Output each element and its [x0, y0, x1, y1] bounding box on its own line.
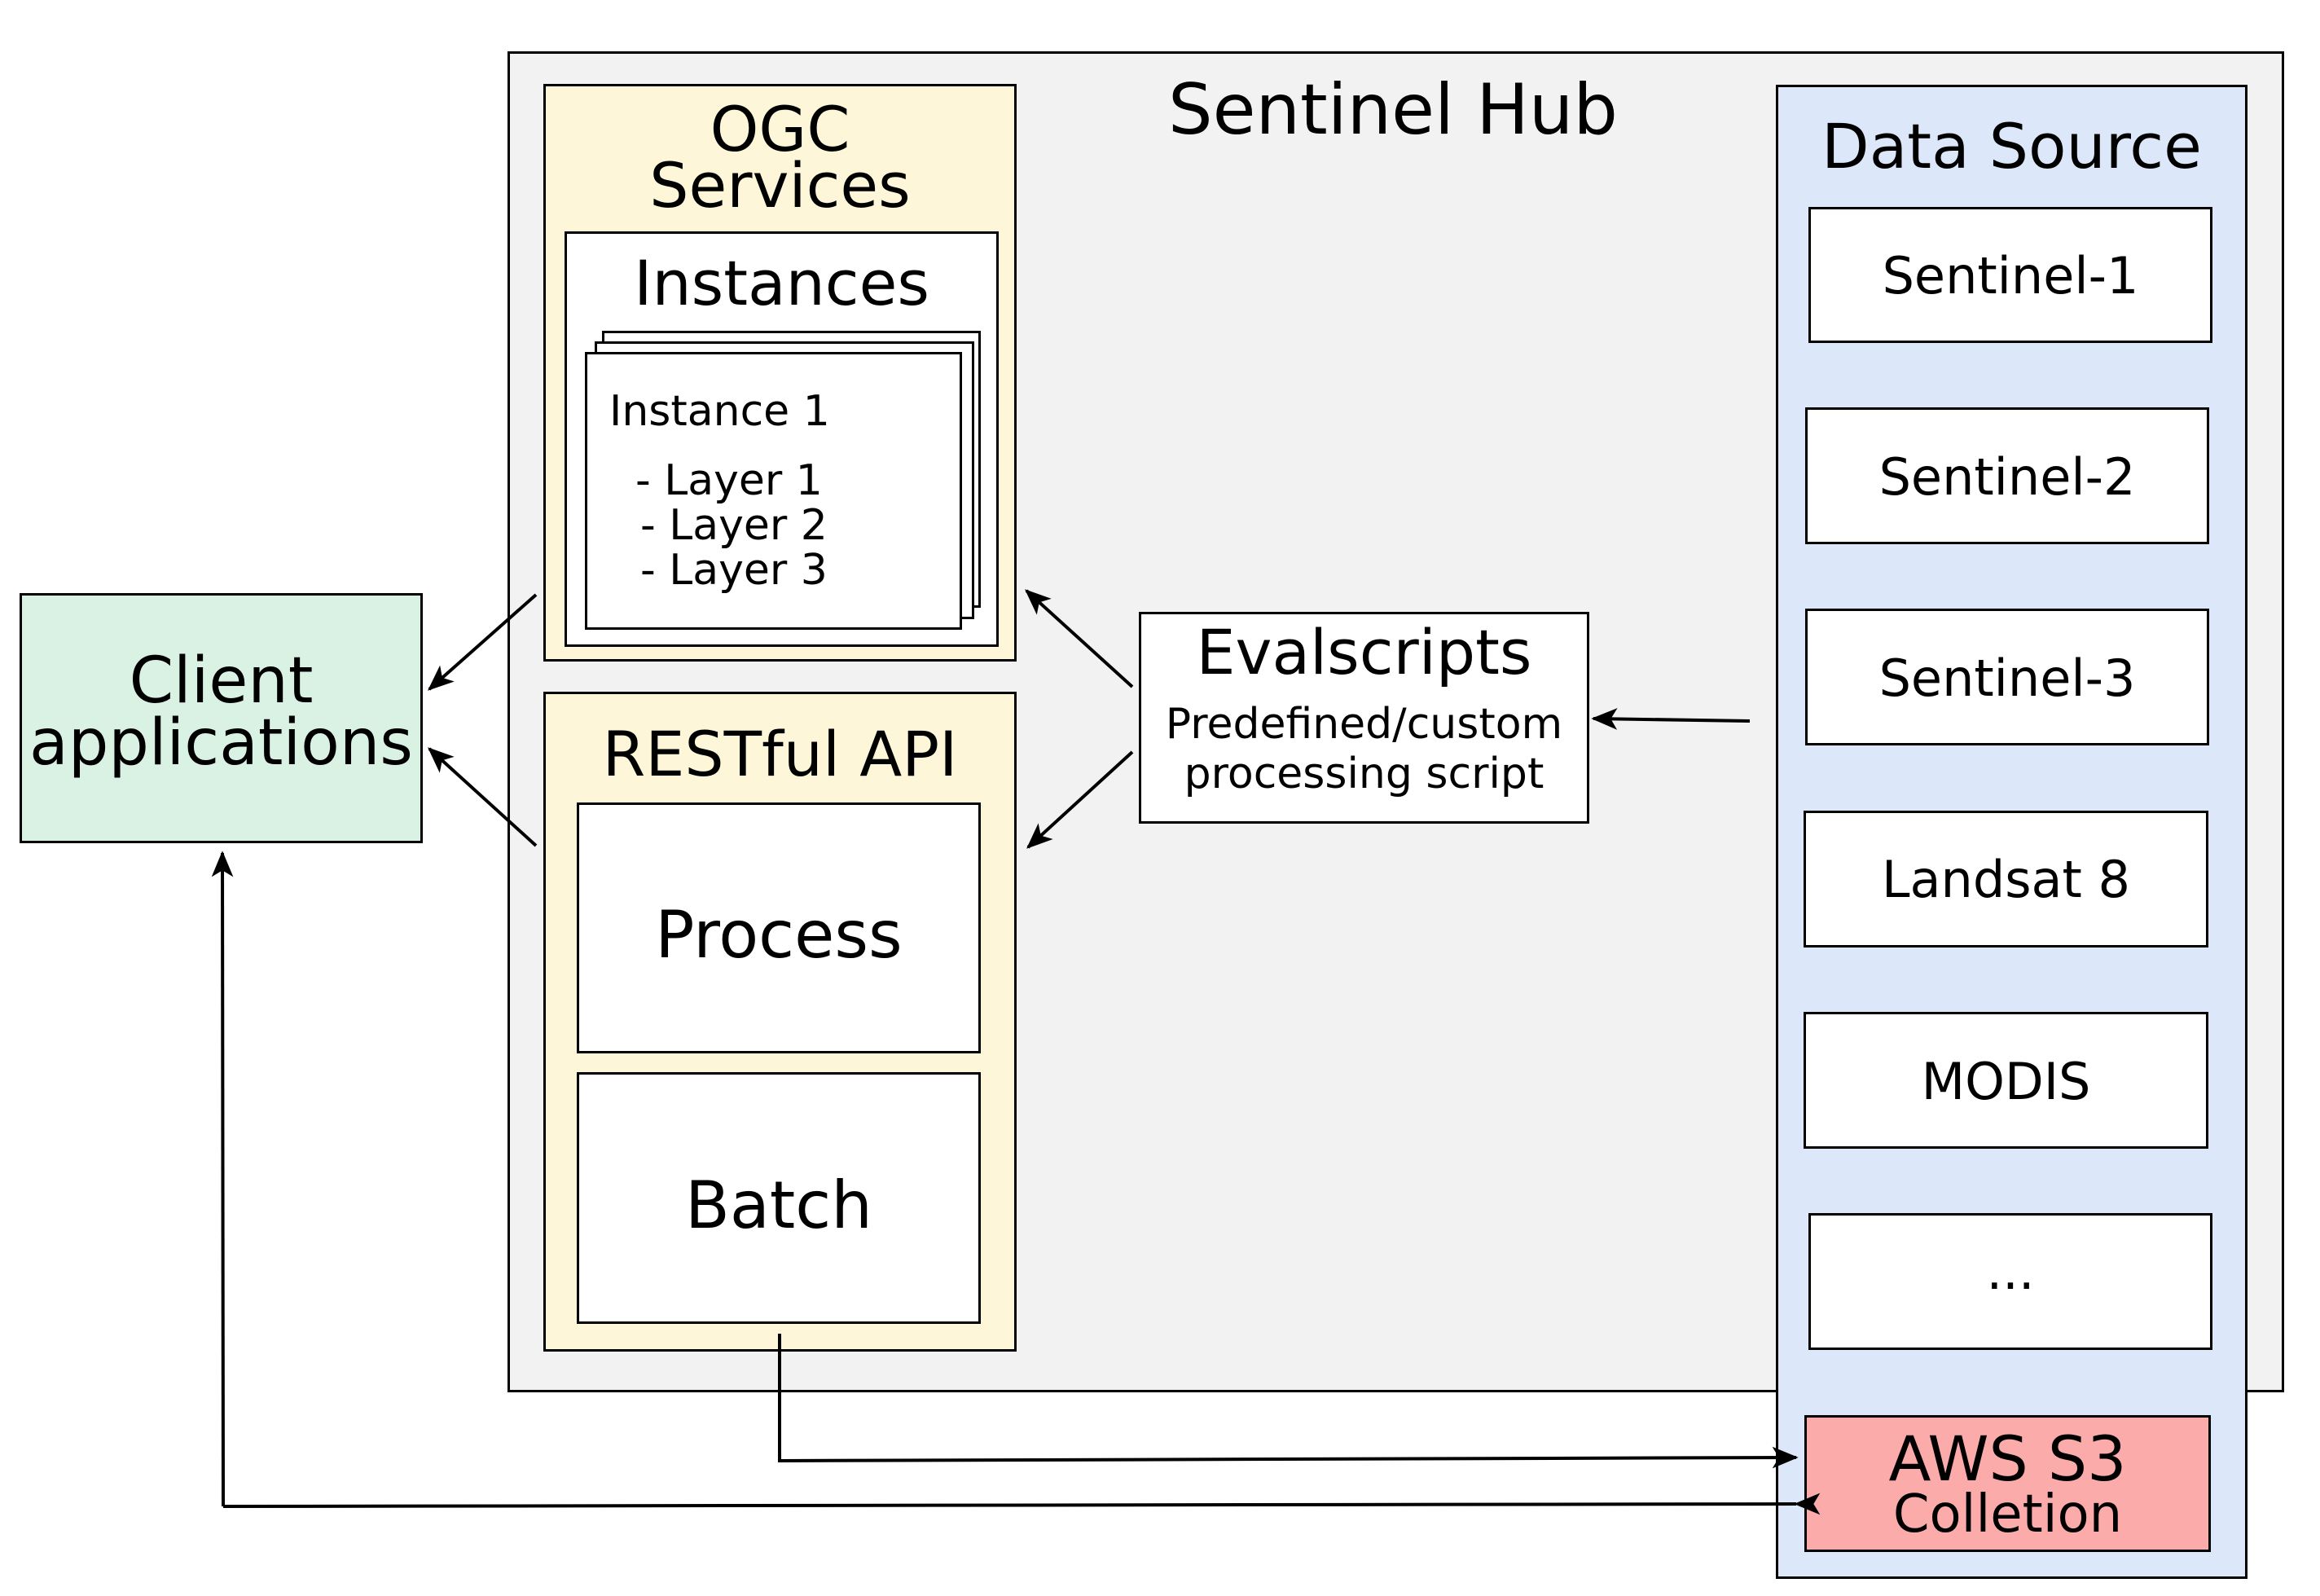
- data-source-item-label: MODIS: [1921, 1052, 2091, 1111]
- data-source-item-more: [1808, 1213, 2212, 1350]
- data-source-item-label: Sentinel-2: [1878, 447, 2136, 507]
- data-source-title: Data Source: [1821, 110, 2202, 182]
- evalscripts-title: Evalscripts: [1196, 616, 1532, 688]
- data-source-item-modis: [1804, 1012, 2208, 1149]
- batch-label: Batch: [685, 1167, 872, 1243]
- aws-s3-title: AWS S3: [1888, 1422, 2127, 1495]
- evalscripts-desc-line1: Predefined/custom: [1165, 700, 1563, 749]
- arrow-aws-to-client-segment: [222, 1493, 1821, 1515]
- aws-s3-collection: [1804, 1415, 2211, 1552]
- data-source-item-landsat-8: [1804, 811, 2208, 947]
- process-label: Process: [655, 897, 903, 973]
- ogc-services-title: OGC: [710, 93, 850, 165]
- evalscripts-desc-line2: processing script: [1184, 750, 1544, 798]
- instances-title: Instances: [634, 247, 929, 319]
- data-source-item-label: Landsat 8: [1882, 850, 2130, 909]
- data-source-item-label: ...: [1986, 1242, 2035, 1301]
- instance-layer: - Layer 3: [640, 546, 828, 595]
- aws-s3-subtitle: Colletion: [1892, 1484, 2123, 1545]
- instance-name: Instance 1: [609, 387, 830, 436]
- data-source-item-sentinel-3: [1805, 609, 2209, 745]
- data-source-item-label: Sentinel-1: [1882, 246, 2139, 306]
- ogc-services-subtitle: Services: [649, 149, 911, 222]
- instance-layer: - Layer 2: [640, 501, 828, 550]
- data-source-item-sentinel-2: [1805, 407, 2209, 544]
- data-source-item-label: Sentinel-3: [1878, 649, 2136, 708]
- arrow-client-to-aws-segment: [211, 851, 234, 1507]
- batch-box: [577, 1072, 981, 1324]
- data-source-item-sentinel-1: [1808, 207, 2212, 343]
- instance-card: [585, 352, 962, 630]
- evalscripts-box: [1139, 612, 1589, 824]
- restful-api-title: RESTful API: [602, 718, 958, 790]
- process-box: [577, 802, 981, 1053]
- instance-layer: - Layer 1: [635, 456, 823, 505]
- client-applications-label: Client: [129, 644, 314, 718]
- client-applications-sublabel: applications: [29, 706, 413, 780]
- client-applications-box: [20, 593, 423, 843]
- sentinel-hub-title: Sentinel Hub: [1167, 69, 1619, 151]
